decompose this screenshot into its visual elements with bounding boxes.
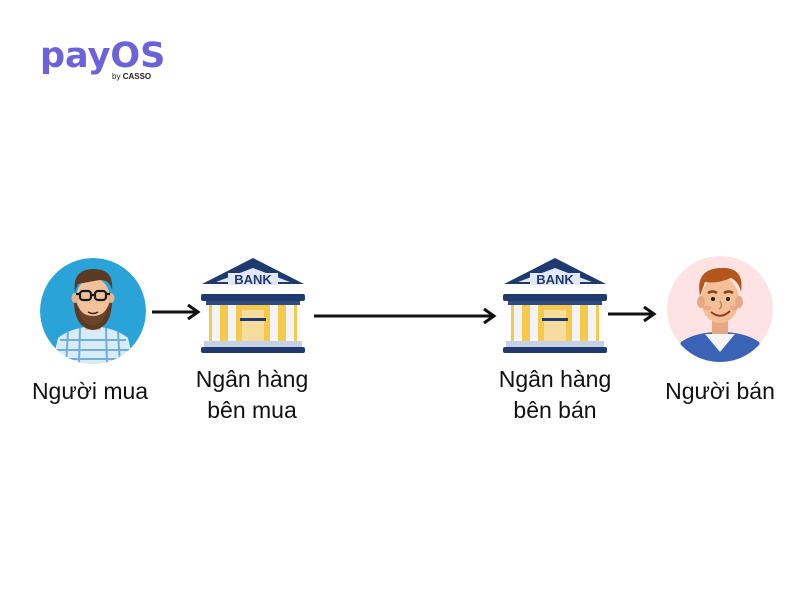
- buyer-bank-label-line2: bên mua: [207, 397, 297, 423]
- arrow-bank-to-seller-icon: [608, 305, 657, 323]
- seller-bank-sign: BANK: [536, 272, 574, 287]
- buyer-bank-label: Ngân hàng bên mua: [182, 364, 322, 426]
- logo-wordmark: payOS: [40, 36, 166, 76]
- buyer-avatar-icon: [40, 258, 146, 364]
- seller-bank-icon: BANK: [503, 258, 607, 353]
- buyer-bank-icon: BANK: [201, 258, 305, 353]
- seller-bank-label-line2: bên bán: [513, 397, 597, 423]
- seller-bank-label: Ngân hàng bên bán: [485, 364, 625, 426]
- logo-byline: by CASSO: [112, 72, 151, 82]
- logo-brand: CASSO: [122, 72, 152, 81]
- arrow-bank-to-bank-icon: [314, 307, 497, 325]
- buyer-label: Người mua: [31, 378, 149, 404]
- seller-avatar-icon: [667, 256, 773, 362]
- payos-logo: payOS by CASSO: [40, 36, 170, 86]
- buyer-bank-sign: BANK: [234, 272, 272, 287]
- seller-label: Người bán: [665, 378, 775, 404]
- arrow-buyer-to-bank-icon: [152, 303, 201, 321]
- buyer-bank-label-line1: Ngân hàng: [195, 366, 309, 392]
- seller-bank-label-line1: Ngân hàng: [498, 366, 612, 392]
- logo-by: by: [112, 72, 121, 81]
